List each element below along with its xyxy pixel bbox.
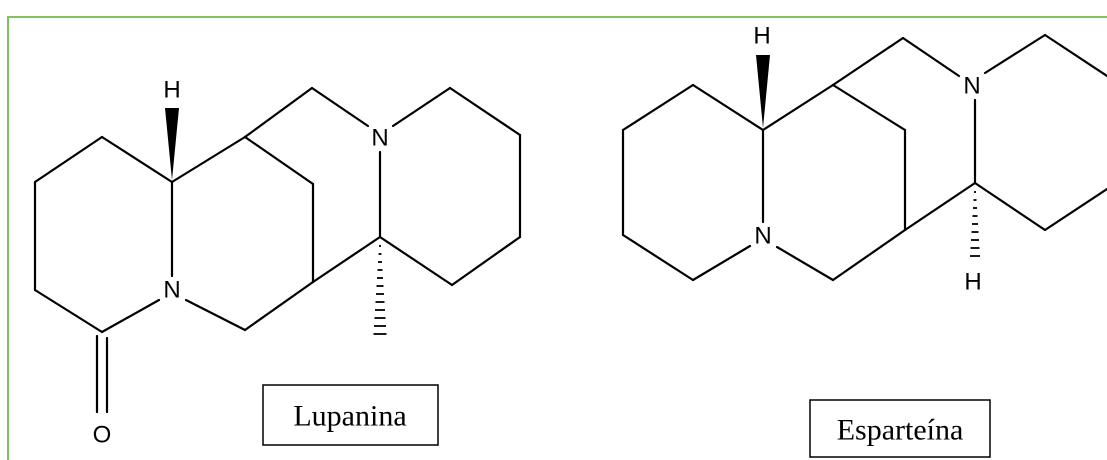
bond [243,135,315,186]
bond [184,298,247,332]
stereo-wedge [165,108,179,180]
bond [903,181,977,232]
bond [100,298,161,334]
bond [33,135,104,184]
bond [378,235,454,287]
atom-label-h: H [753,23,770,50]
bond [310,86,370,128]
bond [391,86,452,128]
bond [831,228,907,282]
lupanina-structure: H N N O Lupanina [33,77,522,449]
esparteina-structure: H N N H Esparteína [621,23,1107,458]
bond [973,181,1047,232]
bond [450,235,522,287]
bond [775,245,835,282]
bond [170,135,247,184]
bond [831,36,905,87]
bond [100,135,174,184]
methyl-hash-wedge [373,245,387,335]
bond [311,235,382,284]
bond [243,280,315,332]
bond [691,244,752,282]
atom-label-n: N [754,223,771,250]
atom-label-h: H [964,269,981,296]
bond [621,83,695,132]
atom-label-n: N [163,277,180,304]
stereo-hash-wedge [970,191,980,257]
stereo-wedge [756,55,770,128]
bond [761,83,835,132]
bond [243,86,314,139]
figure-frame [7,16,1107,460]
bond [983,33,1047,75]
atom-label-h: H [163,77,180,104]
lupanina-name-label: Lupanina [293,400,406,433]
bond [1043,33,1107,78]
esparteina-name-label: Esparteína [837,414,964,447]
atom-label-n: N [371,125,388,152]
bond [33,288,104,334]
lupanina-name-box [262,384,439,446]
bond [448,86,522,137]
atom-label-o: O [93,422,112,449]
bond [1043,187,1107,232]
atom-label-n: N [963,73,980,100]
bond [621,233,695,282]
esparteina-name-box [809,399,991,458]
bond [831,83,907,132]
bond [901,36,961,78]
bond [691,83,765,132]
